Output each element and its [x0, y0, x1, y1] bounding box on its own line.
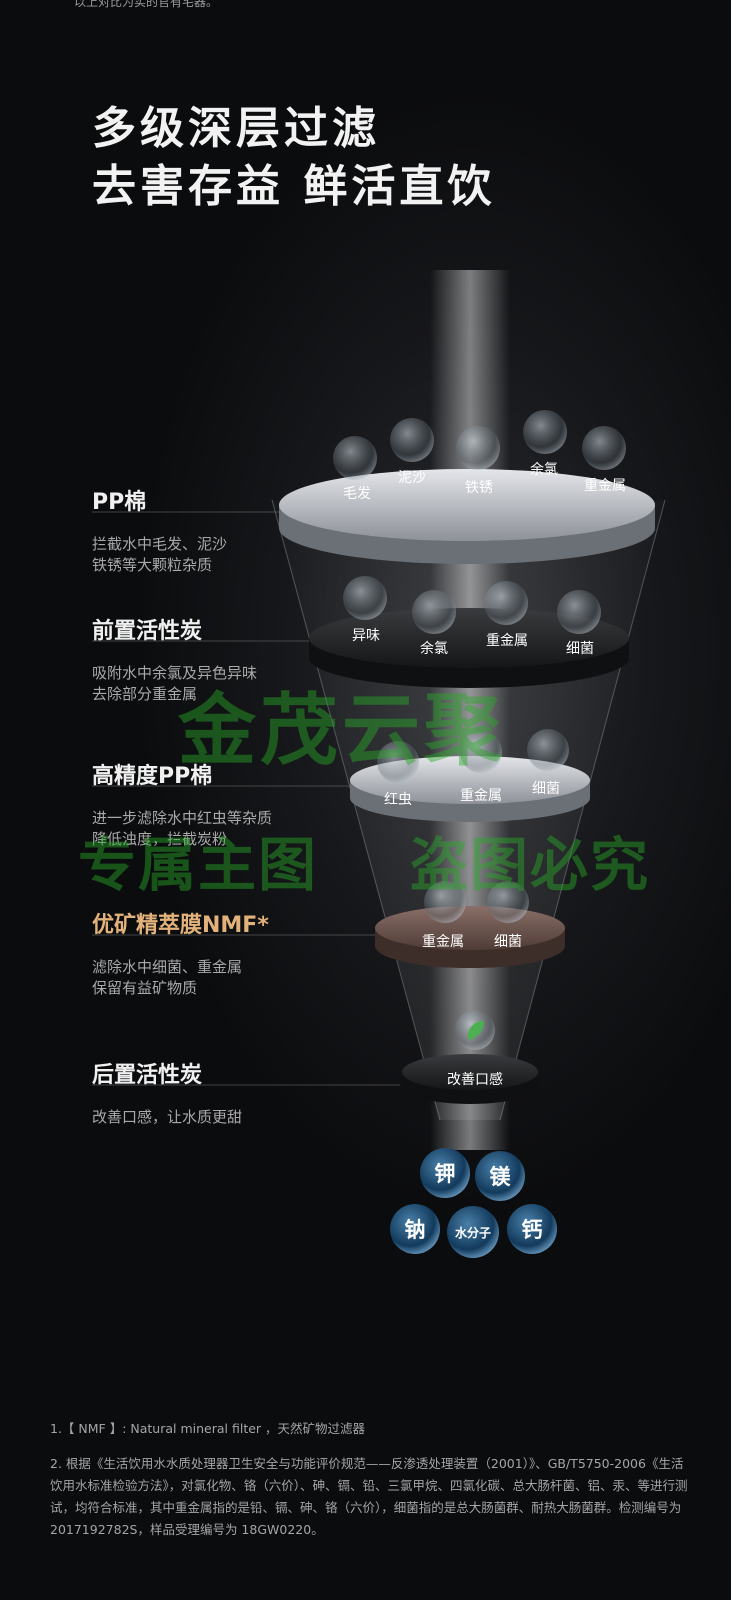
particles-layer4: 重金属 细菌	[422, 881, 529, 950]
particle-bubble	[412, 590, 456, 634]
particle-label: 细菌	[532, 781, 560, 797]
particle-bubble	[527, 729, 569, 771]
stage-title: 优矿精萃膜NMF*	[92, 913, 269, 938]
minerals: 钾 镁 钠 水分子 钙	[390, 1148, 557, 1258]
mineral-label: 钾	[435, 1162, 456, 1186]
particle-label: 重金属	[486, 633, 528, 649]
mineral-label: 钠	[405, 1218, 426, 1242]
particle-bubble	[460, 731, 502, 773]
layer-pp-cotton	[279, 469, 655, 564]
stage-title: 高精度PP棉	[92, 764, 213, 789]
particles-layer1: 毛发 泥沙 铁锈 余氯 重金属	[333, 410, 626, 502]
mineral-bubble	[475, 1151, 525, 1201]
particle-bubble	[484, 581, 528, 625]
mineral-bubble	[420, 1148, 470, 1198]
watermark-line2b: 盗图必究	[410, 831, 651, 899]
headline-line2: 去害存益 鲜活直饮	[92, 161, 496, 212]
particles-layer2: 异味 余氯 重金属 细菌	[343, 576, 601, 657]
particle-label: 细菌	[566, 641, 594, 657]
particles-layer5: 改善口感	[447, 1010, 503, 1088]
particle-label: 余氯	[420, 640, 448, 657]
particle-bubble	[487, 881, 529, 923]
water-stream	[430, 270, 510, 1150]
particles-layer3: 红虫 重金属 细菌	[377, 729, 569, 808]
particle-label: 铁锈	[465, 480, 493, 496]
particle-bubble	[523, 410, 567, 454]
particle-bubble	[390, 418, 434, 462]
layer-hp-pp	[350, 756, 590, 822]
particle-label: 异味	[352, 628, 380, 644]
particle-bubble	[333, 436, 377, 480]
mineral-label: 钙	[522, 1218, 543, 1242]
particle-bubble	[456, 426, 500, 470]
leaf-icon	[467, 1020, 484, 1040]
mineral-bubble	[507, 1204, 557, 1254]
mineral-bubble	[390, 1204, 440, 1254]
particle-bubble	[343, 576, 387, 620]
mineral-bubble	[447, 1206, 499, 1258]
stage-pp-cotton: PP棉 拦截水中毛发、泥沙 铁锈等大颗粒杂质	[92, 484, 367, 576]
layer-pre-carbon	[309, 608, 629, 688]
top-note: 以上对比为实的官有宅器。	[74, 0, 219, 9]
stage-desc: 滤除水中细菌、重金属 保留有益矿物质	[92, 958, 243, 997]
particle-bubble	[557, 590, 601, 634]
layer-nmf	[375, 906, 565, 968]
particle-label: 重金属	[422, 934, 464, 950]
particle-label: 重金属	[584, 478, 626, 494]
particle-label: 余氯	[530, 461, 558, 478]
particle-label: 细菌	[494, 934, 522, 950]
particle-label: 毛发	[343, 486, 371, 502]
layer-post-carbon	[402, 1054, 538, 1104]
stage-desc: 改善口感，让水质更甜	[92, 1108, 243, 1126]
headline-line1: 多级深层过滤	[92, 103, 380, 154]
particle-label: 重金属	[460, 788, 502, 804]
stage-post-carbon: 后置活性炭 改善口感，让水质更甜	[92, 1057, 367, 1128]
particle-bubble	[424, 881, 466, 923]
stage-title: 后置活性炭	[92, 1063, 203, 1088]
stage-hp-pp: 高精度PP棉 进一步滤除水中红虫等杂质 降低浊度，拦截炭粉	[92, 758, 367, 850]
particle-label: 改善口感	[447, 1071, 503, 1088]
particle-label: 泥沙	[398, 470, 426, 486]
particle-bubble	[377, 741, 419, 783]
stage-desc: 进一步滤除水中红虫等杂质 降低浊度，拦截炭粉	[92, 809, 273, 848]
watermark-line1: 金茂云聚	[178, 686, 507, 776]
stage-pre-carbon: 前置活性炭 吸附水中余氯及异色异味 去除部分重金属	[92, 613, 367, 705]
stage-nmf: 优矿精萃膜NMF* 滤除水中细菌、重金属 保留有益矿物质	[92, 907, 367, 999]
particle-label: 红虫	[384, 792, 412, 808]
stage-title: PP棉	[92, 490, 147, 515]
stage-desc: 吸附水中余氯及异色异味 去除部分重金属	[92, 664, 258, 703]
footnote-1: 1.【 NMF 】: Natural mineral filter ，天然矿物过…	[50, 1421, 366, 1436]
mineral-label: 水分子	[455, 1225, 491, 1240]
stage-title: 前置活性炭	[92, 619, 203, 644]
footnote-2: 2. 根据《生活饮用水水质处理器卫生安全与功能评价规范——反渗透处理装置（200…	[50, 1456, 688, 1537]
mineral-label: 镁	[490, 1165, 512, 1189]
particle-bubble	[582, 426, 626, 470]
watermark-line2a: 专属主图	[78, 831, 319, 899]
stage-desc: 拦截水中毛发、泥沙 铁锈等大颗粒杂质	[92, 535, 228, 574]
